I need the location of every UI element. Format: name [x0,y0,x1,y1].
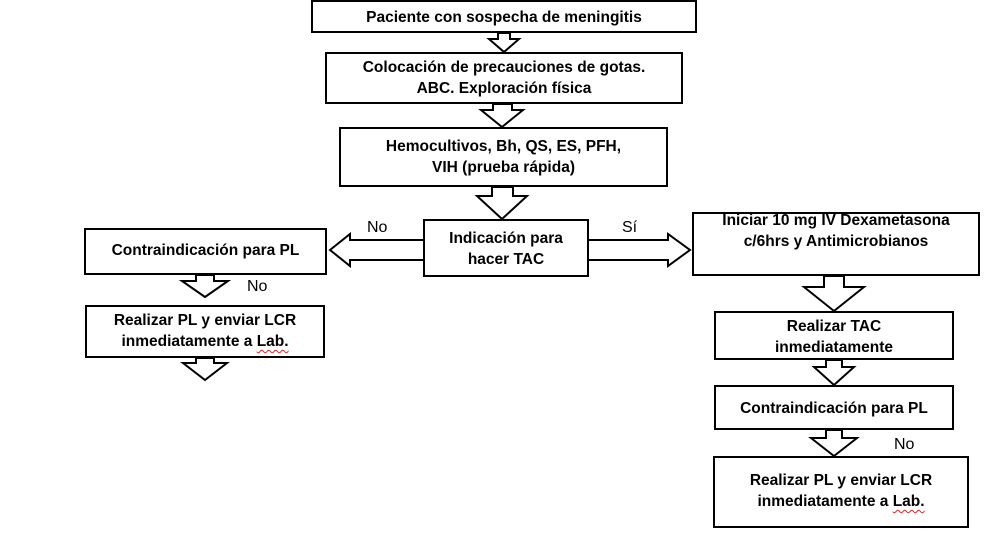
node-precautions-line-1: Colocación de precauciones de gotas. [362,59,646,76]
arrow-right-down-2 [811,359,857,387]
node-tac: Realizar TAC inmediatamente [714,311,954,360]
node-right-pl: Realizar PL y enviar LCR inmediatamente … [713,456,969,528]
node-left-pl: Realizar PL y enviar LCR inmediatamente … [85,305,325,358]
arrow-down-2 [478,103,526,129]
node-tac-indication-line-1: Indicación para [449,230,563,247]
node-precautions: Colocación de precauciones de gotas. ABC… [325,52,683,104]
node-patient-line-1: Paciente con sospecha de meningitis [366,9,642,26]
arrow-down-1 [486,32,522,54]
node-dexamethasone-line-2: c/6hrs y Antimicrobianos [743,233,929,250]
node-precautions-line-2: ABC. Exploración física [416,80,592,97]
edge-label-right-down: No [894,436,915,453]
node-tac-line-2: inmediatamente [774,339,893,356]
node-left-pl-line-2: inmediatamente a Lab. [87,331,323,352]
node-right-pl-line-2-text: inmediatamente a [757,493,893,510]
arrow-left-down-1 [178,274,232,299]
node-right-contraindication: Contraindicación para PL [714,385,954,430]
node-right-pl-line-2: inmediatamente a Lab. [715,491,967,512]
node-dexamethasone: Iniciar 10 mg IV Dexametasona c/6hrs y A… [692,212,980,276]
node-left-contraindication: Contraindicación para PL [84,228,327,275]
arrow-right-down-1 [801,275,867,313]
node-left-pl-line-2-lab: Lab. [256,333,289,350]
node-tac-line-1: Realizar TAC [786,318,882,335]
edge-label-to-right: Sí [622,219,638,236]
node-right-pl-line-1: Realizar PL y enviar LCR [749,472,933,489]
node-labs: Hemocultivos, Bh, QS, ES, PFH, VIH (prue… [339,127,668,187]
node-right-pl-line-2-lab: Lab. [892,493,925,510]
node-labs-line-1: Hemocultivos, Bh, QS, ES, PFH, [385,138,622,155]
node-left-pl-line-2-text: inmediatamente a [121,333,257,350]
arrow-right-down-3 [808,429,860,458]
node-right-contraindication-line-1: Contraindicación para PL [740,400,928,417]
node-left-pl-line-1: Realizar PL y enviar LCR [113,312,297,329]
node-tac-indication-line-2: hacer TAC [467,251,545,268]
edge-label-left-down: No [247,278,268,295]
edge-label-to-left: No [367,219,388,236]
node-patient: Paciente con sospecha de meningitis [311,0,697,33]
node-dexamethasone-line-1: Iniciar 10 mg IV Dexametasona [722,212,950,229]
node-left-contraindication-line-1: Contraindicación para PL [111,242,300,259]
node-tac-indication: Indicación para hacer TAC [423,219,589,277]
arrow-right [587,232,692,268]
arrow-left-down-2 [180,357,230,382]
arrow-left [328,231,425,269]
node-labs-line-2: VIH (prueba rápida) [432,159,575,176]
arrow-down-3 [474,186,530,221]
